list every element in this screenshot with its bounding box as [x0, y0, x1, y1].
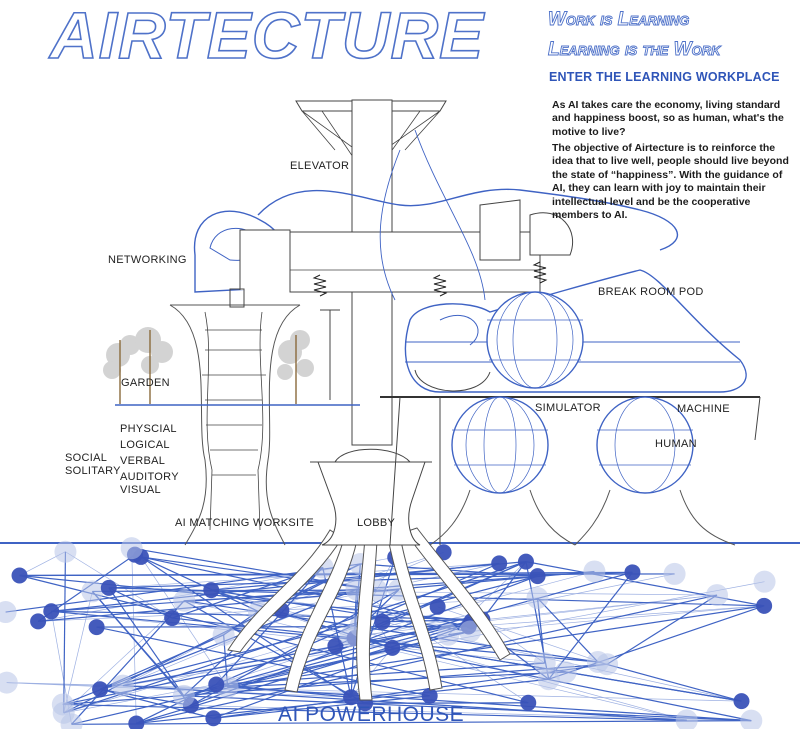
label-solitary: SOLITARY [65, 465, 121, 477]
description-paragraph-2: The objective of Airtecture is to reinfo… [552, 142, 789, 222]
subheading: ENTER THE LEARNING WORKPLACE [549, 70, 780, 84]
label-garden: GARDEN [121, 377, 170, 389]
label-logical: LOGICAL [120, 439, 170, 451]
label-ai-matching-worksite: AI MATCHING WORKSITE [175, 517, 315, 529]
label-visual: VISUAL [120, 484, 161, 496]
label-lobby: LOBBY [357, 517, 396, 529]
label-ai-powerhouse: AI POWERHOUSE [278, 703, 465, 726]
label-auditory: AUDITORY [120, 471, 179, 483]
building-structure [115, 99, 761, 546]
tagline-learning-is-the-work: Learning is the Work [548, 39, 721, 60]
label-human: HUMAN [655, 438, 697, 450]
page-title: AIRTECTURE [49, 0, 485, 72]
label-elevator: ELEVATOR [290, 160, 350, 172]
garden-trees [103, 327, 314, 404]
label-break-room-pod: BREAK ROOM POD [598, 286, 704, 298]
description-paragraph-1: As AI takes care the economy, living sta… [552, 99, 784, 138]
lobby-roots [227, 527, 511, 701]
label-physical: PHYSCIAL [120, 423, 177, 435]
label-machine: MACHINE [677, 403, 730, 415]
label-networking: NETWORKING [108, 254, 187, 266]
label-verbal: VERBAL [120, 455, 166, 467]
label-social: SOCIAL [65, 452, 108, 464]
tagline-work-is-learning: Work is Learning [548, 9, 690, 30]
label-simulator: SIMULATOR [535, 402, 601, 414]
